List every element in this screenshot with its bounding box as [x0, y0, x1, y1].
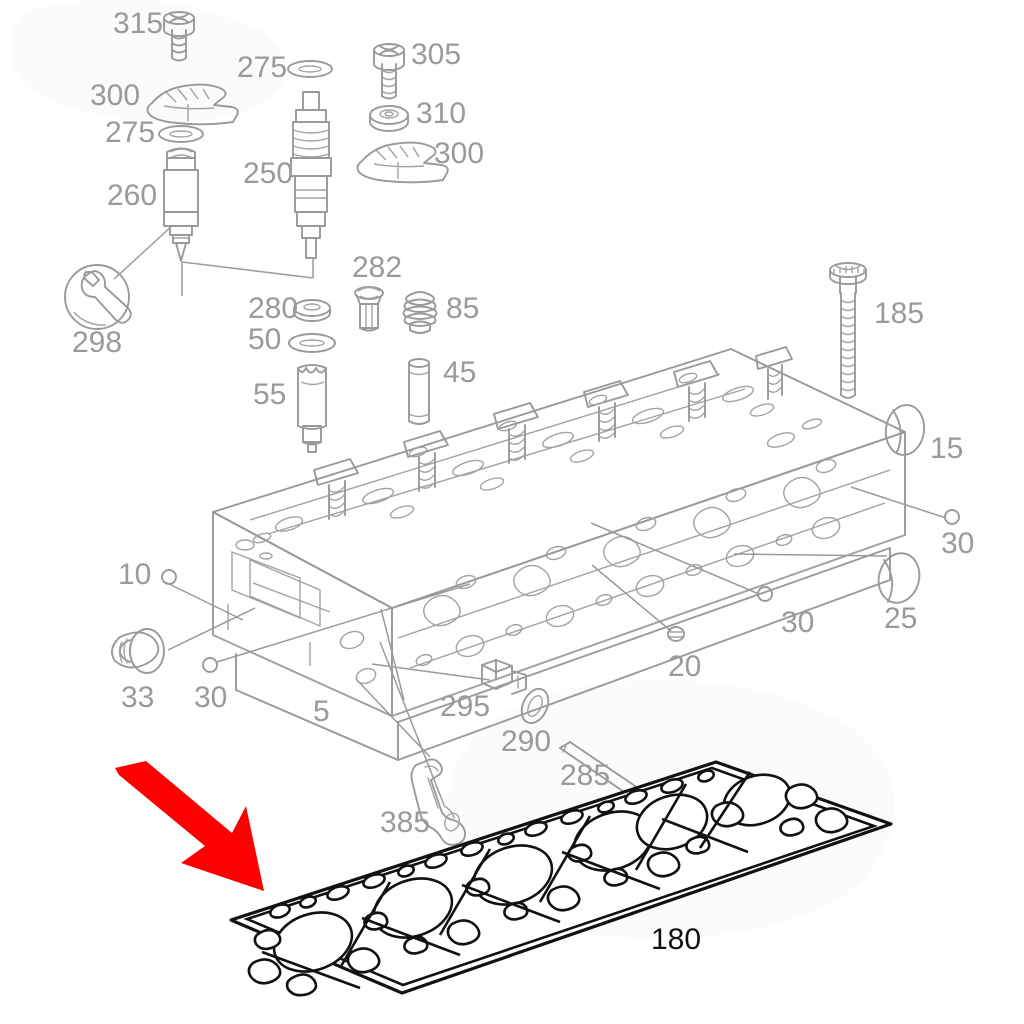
part-45-valve-guide — [408, 358, 430, 425]
callout-185: 185 — [874, 297, 924, 330]
callout-20: 20 — [668, 650, 701, 683]
leader-bracket-injector-pair — [181, 258, 314, 296]
callout-280: 280 — [248, 292, 298, 325]
part-305-cap-screw — [373, 43, 405, 100]
part-185-cylinder-head-bolt — [829, 262, 867, 399]
callout-45: 45 — [443, 356, 476, 389]
part-275-o-ring-top — [287, 60, 333, 78]
callout-298: 298 — [72, 326, 122, 359]
callout-10: 10 — [118, 558, 151, 591]
callout-30-mid: 30 — [781, 606, 814, 639]
callout-385: 385 — [380, 806, 430, 839]
callout-275-left: 275 — [105, 116, 155, 149]
callout-85: 85 — [446, 292, 479, 325]
callout-275-top: 275 — [237, 51, 287, 84]
part-290-seal-ring — [520, 687, 550, 725]
part-50-gasket-ring — [288, 333, 336, 353]
part-315-cap-screw — [163, 11, 195, 62]
callout-285: 285 — [560, 759, 610, 792]
callout-30-right: 30 — [941, 527, 974, 560]
part-310-washer — [369, 105, 409, 132]
callout-310: 310 — [416, 97, 466, 130]
part-85-valve-stem-seal — [402, 291, 438, 334]
callout-282: 282 — [352, 251, 402, 284]
callout-30-left: 30 — [194, 681, 227, 714]
leader-298 — [113, 225, 173, 280]
part-30-dowel-pin-left — [202, 657, 218, 673]
callout-315: 315 — [113, 7, 163, 40]
part-280-sealing-washer — [293, 299, 331, 322]
part-282-injector-sleeve — [354, 286, 384, 332]
part-295-union-nut — [481, 659, 527, 695]
part-5-cylinder-head-body — [111, 346, 960, 846]
callout-305: 305 — [411, 38, 461, 71]
part-55-valve-lifter — [297, 364, 327, 453]
callout-5: 5 — [313, 695, 330, 728]
callout-50: 50 — [248, 323, 281, 356]
callout-25: 25 — [884, 602, 917, 635]
part-385-oil-spray-nozzle — [410, 758, 467, 846]
callout-250: 250 — [243, 157, 293, 190]
part-260-injector-nozzle — [163, 147, 199, 262]
callout-290: 290 — [501, 725, 551, 758]
part-25-core-plug — [877, 552, 921, 604]
part-275-o-ring-left — [158, 125, 204, 143]
callout-260: 260 — [107, 179, 157, 212]
part-250-fuel-injector — [290, 91, 332, 259]
part-20-threaded-plug — [667, 626, 685, 642]
part-298-special-tool — [64, 264, 132, 330]
callout-33: 33 — [121, 681, 154, 714]
callout-180-highlighted: 180 — [651, 923, 701, 956]
callout-295: 295 — [440, 690, 490, 723]
callout-300-right: 300 — [434, 137, 484, 170]
callout-300-left: 300 — [90, 79, 140, 112]
part-33-screw-plug — [118, 628, 165, 674]
leader-lines — [164, 486, 947, 806]
callout-55: 55 — [253, 378, 286, 411]
callout-15: 15 — [930, 432, 963, 465]
part-300-rocker-bracket-right — [356, 141, 449, 184]
part-300-rocker-bracket-left — [146, 83, 239, 126]
part-15-core-plug — [884, 404, 926, 456]
